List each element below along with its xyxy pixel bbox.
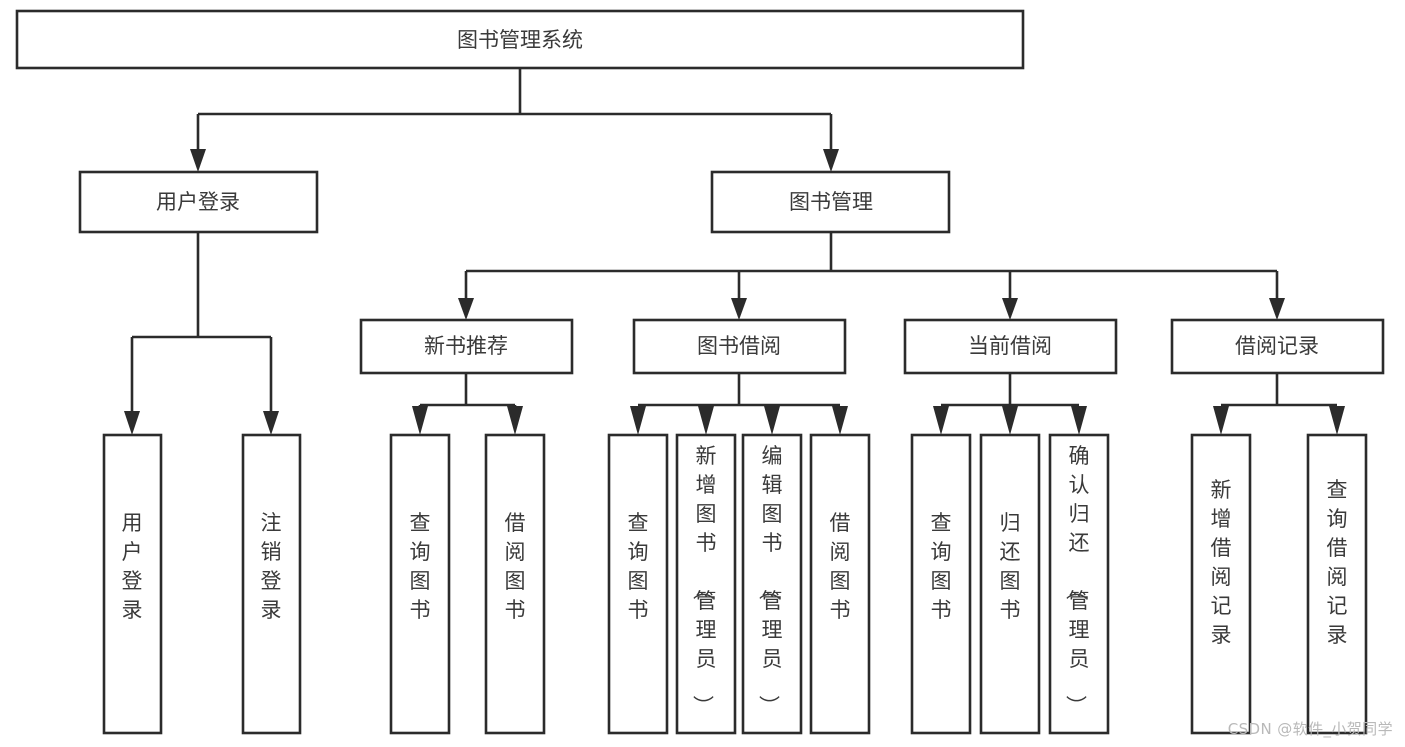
node-book-management-box[interactable] — [710, 170, 951, 234]
node-borrow-records-label: 借阅记录 — [1235, 334, 1319, 358]
arrowhead-rc-add-record — [1213, 406, 1229, 435]
node-book-borrow[interactable]: 图书借阅 — [632, 318, 847, 375]
node-leaf-nb-query-book[interactable]: 查询图书 — [389, 433, 451, 735]
node-leaf-nb-query-book-label: 查询图书 — [410, 511, 431, 622]
node-leaf-logout-label: 注销登录 — [261, 511, 282, 622]
node-leaf-cb-query-book-box[interactable] — [910, 433, 972, 735]
node-borrow-records[interactable]: 借阅记录 — [1170, 318, 1385, 375]
node-leaf-nb-borrow-book-label: 借阅图书 — [505, 511, 526, 622]
node-leaf-rc-query-record[interactable]: 查询借阅记录 — [1306, 433, 1368, 735]
node-book-borrow-box[interactable] — [632, 318, 847, 375]
node-leaf-bw-borrow-book[interactable]: 借阅图书 — [809, 433, 871, 735]
node-leaf-cb-query-book-label: 查询图书 — [931, 511, 952, 622]
arrowhead-bw-borrow-book — [832, 406, 848, 435]
arrowhead-current — [1002, 298, 1018, 320]
node-user-login-box[interactable] — [78, 170, 319, 234]
arrowhead-nb-query-book — [412, 406, 428, 435]
arrowhead-user-login — [190, 149, 206, 172]
arrowhead-bw-edit-book — [764, 406, 780, 435]
node-leaf-user-login-box[interactable] — [102, 433, 163, 735]
node-book-management-label: 图书管理 — [789, 190, 873, 214]
node-leaf-bw-add-book[interactable]: 新增图书（管理员） — [675, 433, 737, 735]
connector-group-book-mgmt — [458, 232, 1285, 320]
node-user-login-label: 用户登录 — [156, 190, 240, 214]
node-leaf-bw-query-book[interactable]: 查询图书 — [607, 433, 669, 735]
node-leaf-bw-edit-book-box[interactable] — [741, 433, 803, 735]
arrowhead-leaf-user-login — [124, 411, 140, 435]
arrowhead-rc-query-record — [1329, 406, 1345, 435]
node-leaf-logout-box[interactable] — [241, 433, 302, 735]
node-leaf-cb-return-book-box[interactable] — [979, 433, 1041, 735]
node-user-login[interactable]: 用户登录 — [78, 170, 319, 234]
node-leaf-nb-query-book-box[interactable] — [389, 433, 451, 735]
node-current-borrow-label: 当前借阅 — [968, 334, 1052, 358]
node-leaf-user-login-label: 用户登录 — [122, 511, 143, 622]
connector-group-root — [190, 68, 839, 172]
node-current-borrow[interactable]: 当前借阅 — [903, 318, 1118, 375]
node-leaf-bw-borrow-book-box[interactable] — [809, 433, 871, 735]
connector-group-user-login-leaves — [124, 232, 279, 435]
node-root-box[interactable] — [15, 9, 1025, 70]
arrowhead-cb-query-book — [933, 406, 949, 435]
node-leaf-bw-query-book-label: 查询图书 — [628, 511, 649, 622]
node-new-book-recommend-label: 新书推荐 — [424, 334, 508, 358]
arrowhead-leaf-logout — [263, 411, 279, 435]
arrowhead-records — [1269, 298, 1285, 320]
arrowhead-bw-query-book — [630, 406, 646, 435]
node-current-borrow-box[interactable] — [903, 318, 1118, 375]
node-leaf-rc-query-record-label: 查询借阅记录 — [1327, 478, 1348, 647]
arrowhead-nb-borrow-book — [507, 406, 523, 435]
arrowhead-new-book — [458, 298, 474, 320]
connector-group-records-leaves — [1213, 373, 1345, 435]
node-leaf-bw-borrow-book-label: 借阅图书 — [830, 511, 851, 622]
arrowhead-cb-return-book — [1002, 406, 1018, 435]
node-leaf-user-login[interactable]: 用户登录 — [102, 433, 163, 735]
node-leaf-cb-confirm-return-box[interactable] — [1048, 433, 1110, 735]
node-root-label: 图书管理系统 — [457, 28, 583, 52]
node-leaf-cb-confirm-return[interactable]: 确认归还（管理员） — [1048, 433, 1110, 735]
csdn-watermark: CSDN @软件_小贺同学 — [1227, 720, 1393, 738]
node-leaf-rc-query-record-box[interactable] — [1306, 433, 1368, 735]
arrowhead-bw-add-book — [698, 406, 714, 435]
node-leaf-cb-query-book[interactable]: 查询图书 — [910, 433, 972, 735]
arrowhead-cb-confirm-return — [1071, 406, 1087, 435]
node-leaf-bw-edit-book[interactable]: 编辑图书（管理员） — [741, 433, 803, 735]
node-book-borrow-label: 图书借阅 — [697, 334, 781, 358]
node-new-book-recommend-box[interactable] — [359, 318, 574, 375]
node-borrow-records-box[interactable] — [1170, 318, 1385, 375]
node-root[interactable]: 图书管理系统 — [15, 9, 1025, 70]
node-leaf-nb-borrow-book-box[interactable] — [484, 433, 546, 735]
node-new-book-recommend[interactable]: 新书推荐 — [359, 318, 574, 375]
node-leaf-bw-query-book-box[interactable] — [607, 433, 669, 735]
arrowhead-book-mgmt — [823, 149, 839, 172]
node-leaf-logout[interactable]: 注销登录 — [241, 433, 302, 735]
node-leaf-rc-add-record-box[interactable] — [1190, 433, 1252, 735]
node-leaf-rc-add-record[interactable]: 新增借阅记录 — [1190, 433, 1252, 735]
node-leaf-bw-add-book-label: 新增图书（管理员） — [691, 444, 717, 716]
connector-group-new-book-leaves — [412, 373, 523, 435]
connector-group-current-leaves — [933, 373, 1087, 435]
node-book-management[interactable]: 图书管理 — [710, 170, 951, 234]
node-leaf-rc-add-record-label: 新增借阅记录 — [1211, 478, 1232, 647]
node-leaf-bw-edit-book-label: 编辑图书（管理员） — [757, 444, 783, 716]
node-leaf-cb-return-book[interactable]: 归还图书 — [979, 433, 1041, 735]
node-leaf-cb-return-book-label: 归还图书 — [1000, 511, 1021, 622]
connector-group-borrow-leaves — [630, 373, 848, 435]
node-leaf-nb-borrow-book[interactable]: 借阅图书 — [484, 433, 546, 735]
node-leaf-bw-add-book-box[interactable] — [675, 433, 737, 735]
node-leaf-cb-confirm-return-label: 确认归还（管理员） — [1064, 444, 1090, 716]
arrowhead-borrow — [731, 298, 747, 320]
